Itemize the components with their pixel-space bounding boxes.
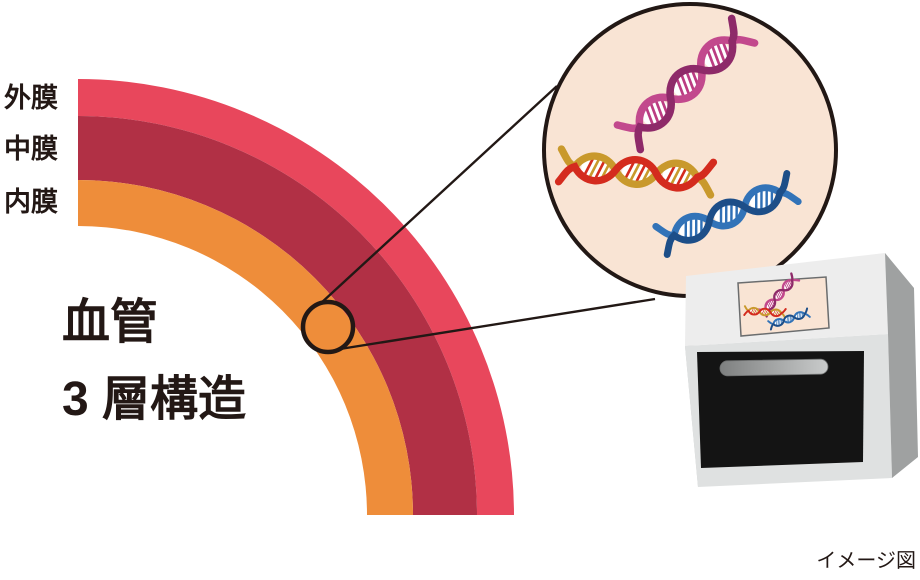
lens-dna-helices bbox=[554, 14, 802, 258]
image-caption: イメージ図 bbox=[816, 550, 916, 572]
label-inner-membrane: 内膜 bbox=[4, 187, 58, 217]
label-middle-membrane: 中膜 bbox=[4, 134, 58, 164]
vessel-outer-layer bbox=[78, 79, 514, 515]
title-line-1: 血管 bbox=[62, 296, 158, 349]
title-line-2: 3 層構造 bbox=[62, 373, 246, 426]
diagram-title: 血管 3 層構造 bbox=[62, 296, 246, 426]
machine-door-handle bbox=[719, 358, 829, 377]
blue-dna-helix-icon bbox=[652, 170, 802, 258]
pink-dna-helix-icon bbox=[613, 14, 759, 154]
magnifier-connector-line-lower bbox=[339, 297, 656, 351]
red-gold-dna-helix-icon bbox=[554, 145, 718, 199]
magnified-view-circle bbox=[542, 2, 838, 298]
sample-spot-circle bbox=[300, 299, 356, 355]
vessel-middle-layer bbox=[78, 116, 477, 515]
screen-dna-helices bbox=[743, 272, 811, 331]
magnifier-connector-line-upper bbox=[319, 85, 558, 305]
sequencer-machine bbox=[685, 253, 918, 487]
label-outer-membrane: 外膜 bbox=[4, 83, 58, 113]
machine-door bbox=[697, 351, 864, 468]
machine-right-face bbox=[885, 253, 918, 478]
red-gold-dna-helix-icon bbox=[743, 305, 787, 319]
blue-dna-helix-icon bbox=[767, 307, 811, 331]
